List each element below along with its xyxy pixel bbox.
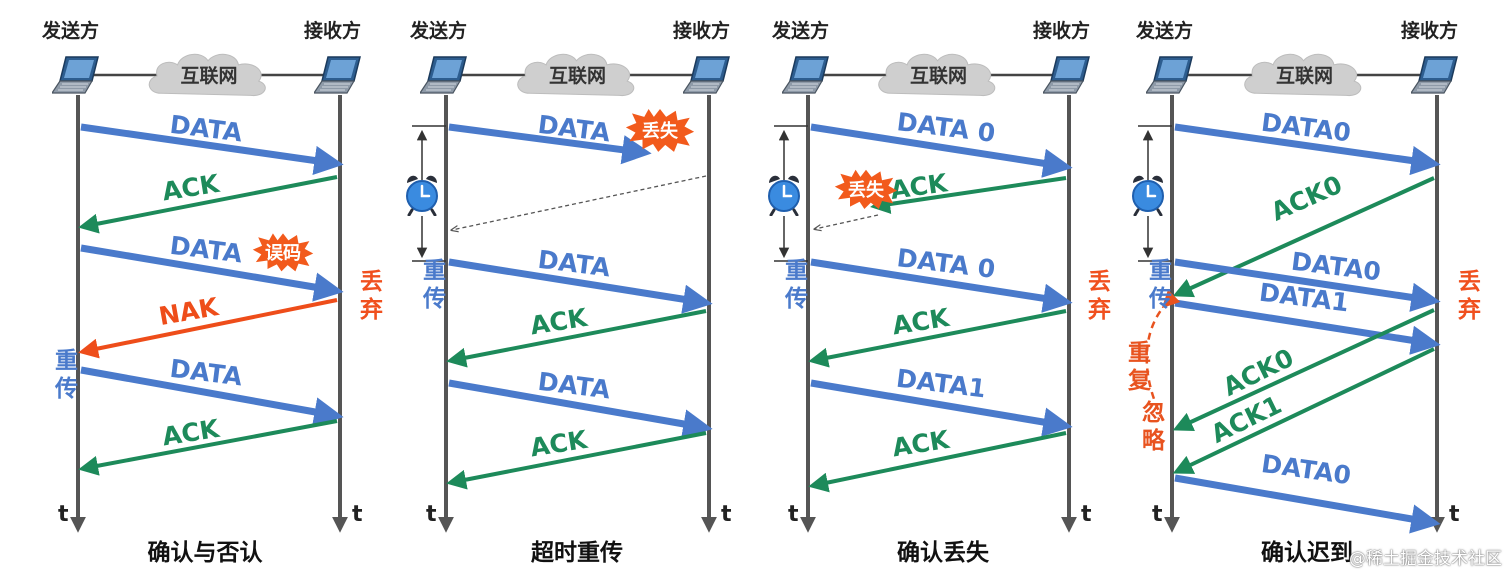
- alarm-clock-icon: [767, 174, 801, 216]
- data-arrow: [1174, 299, 1441, 355]
- sender-note: 重传: [422, 258, 446, 312]
- sender-note: 重传: [54, 348, 78, 402]
- sender-note: 重复: [1127, 340, 1152, 394]
- alarm-clock-icon: [1131, 174, 1165, 216]
- sender-note: 重传: [1148, 258, 1172, 312]
- sender-note: 忽略: [1142, 399, 1166, 454]
- ack-arrow: [78, 419, 338, 476]
- data-arrow: [810, 123, 1073, 178]
- nak-arrow: [78, 298, 338, 359]
- sender-note: 重传: [784, 258, 808, 312]
- time-label: t: [721, 502, 732, 527]
- ack-arrow: [870, 176, 1067, 214]
- network-label: 互联网: [549, 65, 606, 87]
- data-arrow: [80, 244, 344, 302]
- time-label: t: [426, 502, 437, 527]
- event-label: 丢失: [848, 179, 885, 201]
- watermark: @稀土掘金技术社区: [1349, 549, 1502, 569]
- sender-label: 发送方: [409, 19, 467, 42]
- panel-caption: 确认与否认: [148, 540, 263, 566]
- network-label: 互联网: [1276, 65, 1333, 87]
- laptop-icon: [52, 56, 99, 94]
- data-arrow: [448, 379, 713, 439]
- ack-arrow: [808, 431, 1067, 493]
- data-arrow: [80, 123, 344, 176]
- data-arrow: [448, 258, 713, 314]
- laptop-icon: [420, 56, 467, 94]
- receiver-label: 接收方: [304, 19, 361, 42]
- ack-arrow: [808, 309, 1067, 368]
- panel-caption: 确认迟到: [1261, 540, 1353, 566]
- time-label: t: [788, 502, 799, 527]
- data-arrow: [1174, 258, 1441, 312]
- sender-label: 发送方: [41, 19, 99, 42]
- data-label: DATA0: [1260, 449, 1353, 490]
- time-label: t: [1081, 502, 1092, 527]
- receiver-note: 丢弃: [1458, 269, 1481, 323]
- ack-arrow: [446, 309, 707, 368]
- data-arrow: [810, 258, 1073, 313]
- receiver-note: 丢弃: [1088, 269, 1111, 323]
- data-arrow: [80, 366, 344, 427]
- data-arrow: [1174, 474, 1441, 534]
- time-label: t: [58, 502, 69, 527]
- data-arrow: [1174, 123, 1441, 176]
- sender-label: 发送方: [771, 19, 829, 42]
- time-label: t: [1449, 502, 1460, 527]
- panel-caption: 超时重传: [531, 540, 623, 566]
- event-label: 误码: [265, 243, 301, 264]
- network-label: 互联网: [910, 65, 967, 87]
- alarm-clock-icon: [405, 174, 439, 216]
- time-label: t: [352, 502, 363, 527]
- event-label: 丢失: [642, 120, 679, 142]
- receiver-label: 接收方: [673, 19, 730, 42]
- ack-arrow: [78, 175, 338, 234]
- ack-arrow: [446, 431, 707, 490]
- receiver-label: 接收方: [1033, 19, 1090, 42]
- time-label: t: [1152, 502, 1163, 527]
- data-arrow: [448, 123, 652, 165]
- duplicate-ignore-curve: [1145, 289, 1181, 426]
- laptop-icon: [782, 56, 829, 94]
- ack-arrow: [1172, 308, 1435, 432]
- panel-caption: 确认丢失: [897, 540, 990, 566]
- sender-label: 发送方: [1135, 19, 1193, 42]
- network-label: 互联网: [180, 65, 237, 87]
- ack-label: ACK0: [1267, 170, 1347, 227]
- receiver-note: 丢弃: [360, 269, 383, 323]
- receiver-label: 接收方: [1401, 19, 1458, 42]
- ack-arrow: [1172, 347, 1435, 474]
- ack-arrow: [1172, 176, 1435, 298]
- data-arrow: [810, 379, 1073, 437]
- timeout-dashed-arrow: [815, 214, 879, 229]
- laptop-icon: [1146, 56, 1193, 94]
- timeout-dashed-arrow: [452, 175, 707, 230]
- ack-label: ACK: [889, 168, 951, 205]
